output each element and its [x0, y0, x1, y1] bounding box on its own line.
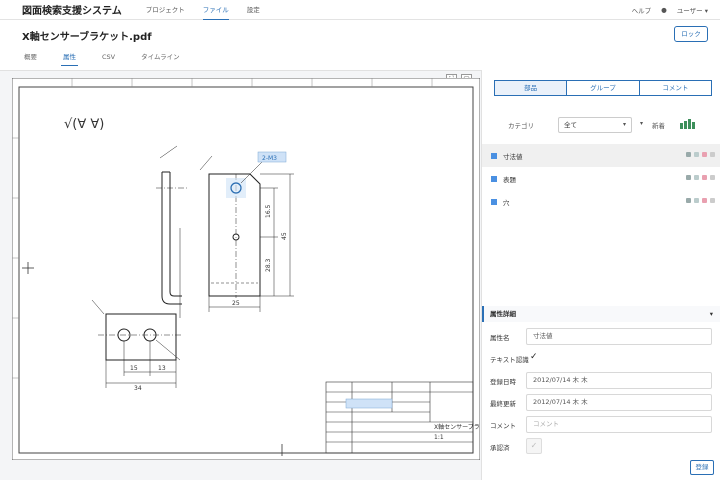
heart-icon[interactable] [702, 175, 707, 180]
dim-34: 34 [134, 385, 142, 392]
list-item[interactable]: 表題 [482, 167, 720, 190]
heart-icon[interactable] [702, 198, 707, 203]
trash-icon[interactable] [710, 198, 715, 203]
tab-parts[interactable]: 部品 [495, 81, 568, 95]
color-swatch [491, 198, 497, 205]
chevron-down-icon: ▾ [622, 121, 626, 128]
tab-attributes[interactable]: 属性 [61, 50, 78, 66]
list-item[interactable]: 穴 [482, 190, 720, 213]
field-created: 登録日時 2012/07/14 木 木 [482, 370, 720, 390]
sort-caret-icon[interactable]: ▾ [640, 120, 644, 127]
eye-icon[interactable] [686, 198, 691, 203]
filter-row: カテゴリ 全て ▾ ▾ 新着 [482, 117, 720, 133]
title-block-scale: 1:1 [434, 434, 444, 441]
detail-title: 属性詳細 [490, 310, 516, 318]
field-label: 登録日時 [490, 378, 516, 386]
filter-label: カテゴリ [508, 122, 534, 130]
heart-icon[interactable] [702, 152, 707, 157]
dim-25: 25 [232, 300, 240, 307]
nav-projects[interactable]: プロジェクト [145, 5, 185, 14]
top-nav: 図面検索支援システム プロジェクト ファイル 設定 ヘルプ ● ユーザー ▾ [0, 0, 720, 20]
tab-groups[interactable]: グループ [567, 81, 640, 95]
row-actions [686, 152, 715, 157]
parts-list: 寸法値 表題 穴 [482, 144, 720, 213]
detail-section-header[interactable]: 属性詳細 ▾ [482, 306, 720, 322]
created-input[interactable]: 2012/07/14 木 木 [526, 372, 712, 389]
field-comment: コメント コメント [482, 414, 720, 434]
color-swatch [491, 152, 497, 159]
category-value: 全て [564, 121, 577, 129]
chart-icon[interactable] [694, 152, 699, 157]
user-name: ユーザー [676, 7, 703, 15]
trash-icon[interactable] [710, 175, 715, 180]
tab-overview[interactable]: 概要 [24, 53, 37, 61]
color-swatch [491, 175, 497, 182]
nav-files[interactable]: ファイル [202, 0, 229, 20]
title-block-highlight [345, 398, 393, 409]
viewer-bottom-bar [0, 465, 481, 480]
chevron-down-icon: ▾ [704, 7, 708, 15]
field-approved: 承認済 ✓ [482, 436, 720, 456]
save-button[interactable]: 登録 [690, 460, 714, 475]
dim-15: 15 [130, 365, 138, 372]
sort-label[interactable]: 新着 [652, 122, 665, 130]
technical-drawing: √(∀ ∀) 2-M3 16.5 28.3 45 25 [12, 78, 480, 460]
field-label: 最終更新 [490, 400, 516, 408]
name-input[interactable]: 寸法値 [526, 328, 712, 345]
comment-input[interactable]: コメント [526, 416, 712, 433]
row-actions [686, 175, 715, 180]
row-actions [686, 198, 715, 203]
updated-input[interactable]: 2012/07/14 木 木 [526, 394, 712, 411]
nav-settings[interactable]: 設定 [246, 5, 260, 14]
tab-csv[interactable]: CSV [102, 53, 116, 61]
field-ocr: テキスト認識 ✓ [482, 348, 720, 368]
file-title: X軸センサーブラケット.pdf [22, 32, 152, 43]
callout-tag [257, 151, 287, 163]
approved-checkbox[interactable]: ✓ [526, 438, 542, 454]
eye-icon[interactable] [686, 152, 691, 157]
field-name: 属性名 寸法値 [482, 326, 720, 346]
chart-icon[interactable] [694, 198, 699, 203]
surface-symbol: √(∀ ∀) [64, 117, 104, 132]
right-panel: 部品 グループ コメント カテゴリ 全て ▾ ▾ 新着 寸法値 表題 [481, 70, 720, 480]
tab-timeline[interactable]: タイムライン [141, 53, 180, 61]
field-label: コメント [490, 422, 516, 430]
chevron-down-icon: ▾ [709, 310, 713, 318]
file-tabs: 概要 属性 CSV タイムライン [22, 50, 182, 66]
dim-13: 13 [158, 365, 166, 372]
lock-button[interactable]: ロック [674, 26, 708, 42]
category-select[interactable]: 全て ▾ [558, 117, 632, 133]
eye-icon[interactable] [686, 175, 691, 180]
list-item-label: 穴 [503, 198, 510, 207]
check-icon[interactable]: ✓ [530, 352, 538, 362]
list-item[interactable]: 寸法値 [482, 144, 720, 167]
user-icon: ● [661, 6, 667, 14]
list-item-label: 表題 [503, 175, 516, 184]
dim-28-3: 28.3 [265, 258, 272, 272]
panel-tabs: 部品 グループ コメント [494, 80, 712, 96]
field-updated: 最終更新 2012/07/14 木 木 [482, 392, 720, 412]
tab-comments[interactable]: コメント [639, 81, 711, 95]
title-block-part-name: X軸センサーブラケット [434, 423, 480, 431]
app-title: 図面検索支援システム [22, 6, 122, 17]
chart-icon[interactable] [694, 175, 699, 180]
dim-16-5: 16.5 [265, 204, 272, 218]
field-label: テキスト認識 [490, 356, 529, 364]
field-label: 承認済 [490, 444, 510, 452]
list-item-label: 寸法値 [503, 152, 523, 161]
nav-right: ヘルプ ● ユーザー ▾ [632, 0, 708, 20]
field-label: 属性名 [490, 334, 510, 342]
user-menu[interactable]: ユーザー ▾ [677, 5, 708, 15]
thumbs-up-icon[interactable] [678, 118, 696, 132]
help-link[interactable]: ヘルプ [631, 7, 652, 15]
callout-tag-label: 2-M3 [262, 155, 277, 162]
trash-icon[interactable] [710, 152, 715, 157]
dim-45: 45 [281, 232, 288, 240]
